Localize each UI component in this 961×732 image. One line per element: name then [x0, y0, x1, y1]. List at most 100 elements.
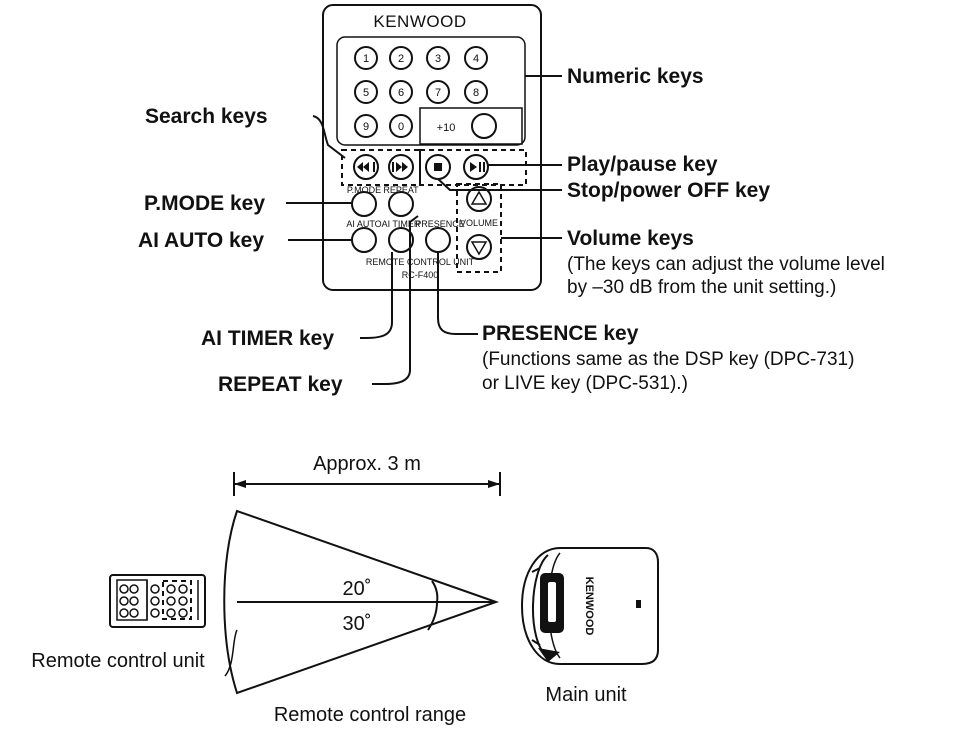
key-6-label: 6: [398, 87, 404, 99]
remote-small-key: [119, 596, 129, 606]
callout-pmode-key: P.MODE key: [144, 192, 265, 215]
key-4-label: 4: [473, 53, 479, 65]
callout-numeric-keys: Numeric keys: [567, 65, 704, 88]
main-unit-display-window: [548, 582, 556, 622]
key-6[interactable]: [389, 80, 413, 104]
callout-lines: [286, 75, 562, 385]
key-1[interactable]: [354, 46, 378, 70]
angle-lower-label: 30˚: [343, 613, 372, 635]
key-3-label: 3: [435, 53, 441, 65]
remote-small-key: [150, 596, 160, 606]
main-unit-indicator: [636, 600, 641, 608]
distance-label: Approx. 3 m: [313, 453, 421, 475]
leader-repeat: [372, 215, 419, 385]
plus10-key[interactable]: [471, 113, 497, 139]
callout-volume-note-1: (The keys can adjust the volume level: [567, 254, 885, 275]
pmode-small-label: P.MODE: [347, 185, 381, 195]
remote-small-key: [178, 596, 188, 606]
plus10-label: +10: [437, 122, 456, 134]
key-5-label: 5: [363, 87, 369, 99]
remote-small-key: [166, 584, 176, 594]
callout-presence-key: PRESENCE key: [482, 322, 639, 345]
remote-small-body: [109, 574, 206, 628]
remote-small-key: [119, 584, 129, 594]
key-8-label: 8: [473, 87, 479, 99]
presence-small-label: PRESENCE: [415, 219, 465, 229]
rewind-icon: [357, 162, 375, 172]
remote-unit-label: Remote control unit: [31, 650, 205, 672]
key-4[interactable]: [464, 46, 488, 70]
triangle-up-icon: [470, 190, 488, 205]
transport-keys-group: [419, 149, 527, 186]
key-0-label: 0: [398, 121, 404, 133]
pmode-key[interactable]: [351, 191, 377, 217]
remote-small-key: [166, 608, 176, 618]
range-label: Remote control range: [274, 704, 466, 726]
remote-small-dashed-area: [162, 580, 192, 620]
callout-ai-timer-key: AI TIMER key: [201, 327, 334, 350]
key-2[interactable]: [389, 46, 413, 70]
callout-presence-note-2: or LIVE key (DPC-531).): [482, 373, 688, 394]
main-unit-edge-detail: [531, 567, 541, 646]
callout-play-pause: Play/pause key: [567, 153, 718, 176]
remote-small-key: [119, 608, 129, 618]
remote-brand: KENWOOD: [373, 12, 466, 31]
leader-presence: [437, 252, 478, 335]
remote-footer-line2: RC-F400: [402, 270, 439, 280]
main-unit-base-shadow: [538, 648, 560, 662]
plus10-panel: [419, 107, 523, 145]
key-2-label: 2: [398, 53, 404, 65]
key-7-label: 7: [435, 87, 441, 99]
callout-stop-power: Stop/power OFF key: [567, 179, 770, 202]
dimension-arrow-left: [234, 480, 246, 488]
volume-small-label: VOLUME: [460, 218, 498, 228]
key-8[interactable]: [464, 80, 488, 104]
repeat-key[interactable]: [388, 191, 414, 217]
key-3[interactable]: [426, 46, 450, 70]
key-5[interactable]: [354, 80, 378, 104]
main-unit-brand: KENWOOD: [583, 577, 595, 636]
ai-auto-key[interactable]: [351, 227, 377, 253]
ai-auto-small-label: AI AUTO: [346, 219, 381, 229]
leader-search: [312, 115, 346, 159]
remote-footer-line1: REMOTE CONTROL UNIT: [366, 257, 475, 267]
main-unit-label: Main unit: [545, 684, 627, 706]
callout-repeat-key: REPEAT key: [218, 373, 343, 396]
remote-small-key: [166, 596, 176, 606]
range-cone: [223, 509, 500, 695]
ai-timer-small-label: AI TIMER: [382, 219, 421, 229]
remote-small-key: [129, 584, 139, 594]
dimension-arrow-right: [488, 480, 500, 488]
remote-small-illustration: [109, 574, 206, 628]
fast-forward-icon: [392, 162, 408, 172]
remote-control: KENWOOD 1 2 3 4 5 6 7 8 9 0 +10: [322, 4, 542, 291]
remote-small-key: [178, 584, 188, 594]
stop-icon: [434, 163, 442, 171]
angle-arc-lower: [427, 601, 438, 631]
key-1-label: 1: [363, 53, 369, 65]
callout-ai-auto-key: AI AUTO key: [138, 229, 264, 252]
key-7[interactable]: [426, 80, 450, 104]
remote-small-key: [129, 608, 139, 618]
repeat-small-label: REPEAT: [383, 185, 419, 195]
volume-keys-group: [456, 183, 502, 273]
play-pause-icon: [470, 162, 485, 172]
callout-volume-note-2: by –30 dB from the unit setting.): [567, 277, 836, 298]
remote-small-key: [129, 596, 139, 606]
ai-timer-key[interactable]: [388, 227, 414, 253]
remote-unit-label-leader: [224, 629, 238, 677]
remote-small-key: [150, 608, 160, 618]
callout-search-keys: Search keys: [145, 105, 268, 128]
search-keys-group: [341, 149, 421, 186]
volume-down-key[interactable]: [466, 234, 492, 260]
leader-stop: [437, 178, 562, 191]
callout-volume-keys: Volume keys: [567, 227, 694, 250]
key-9[interactable]: [354, 114, 378, 138]
volume-up-key[interactable]: [466, 186, 492, 212]
presence-key[interactable]: [425, 227, 451, 253]
angle-upper-label: 20˚: [343, 578, 372, 600]
callout-presence-note-1: (Functions same as the DSP key (DPC-731): [482, 349, 854, 370]
main-unit-illustration: KENWOOD: [520, 547, 659, 665]
key-0[interactable]: [389, 114, 413, 138]
